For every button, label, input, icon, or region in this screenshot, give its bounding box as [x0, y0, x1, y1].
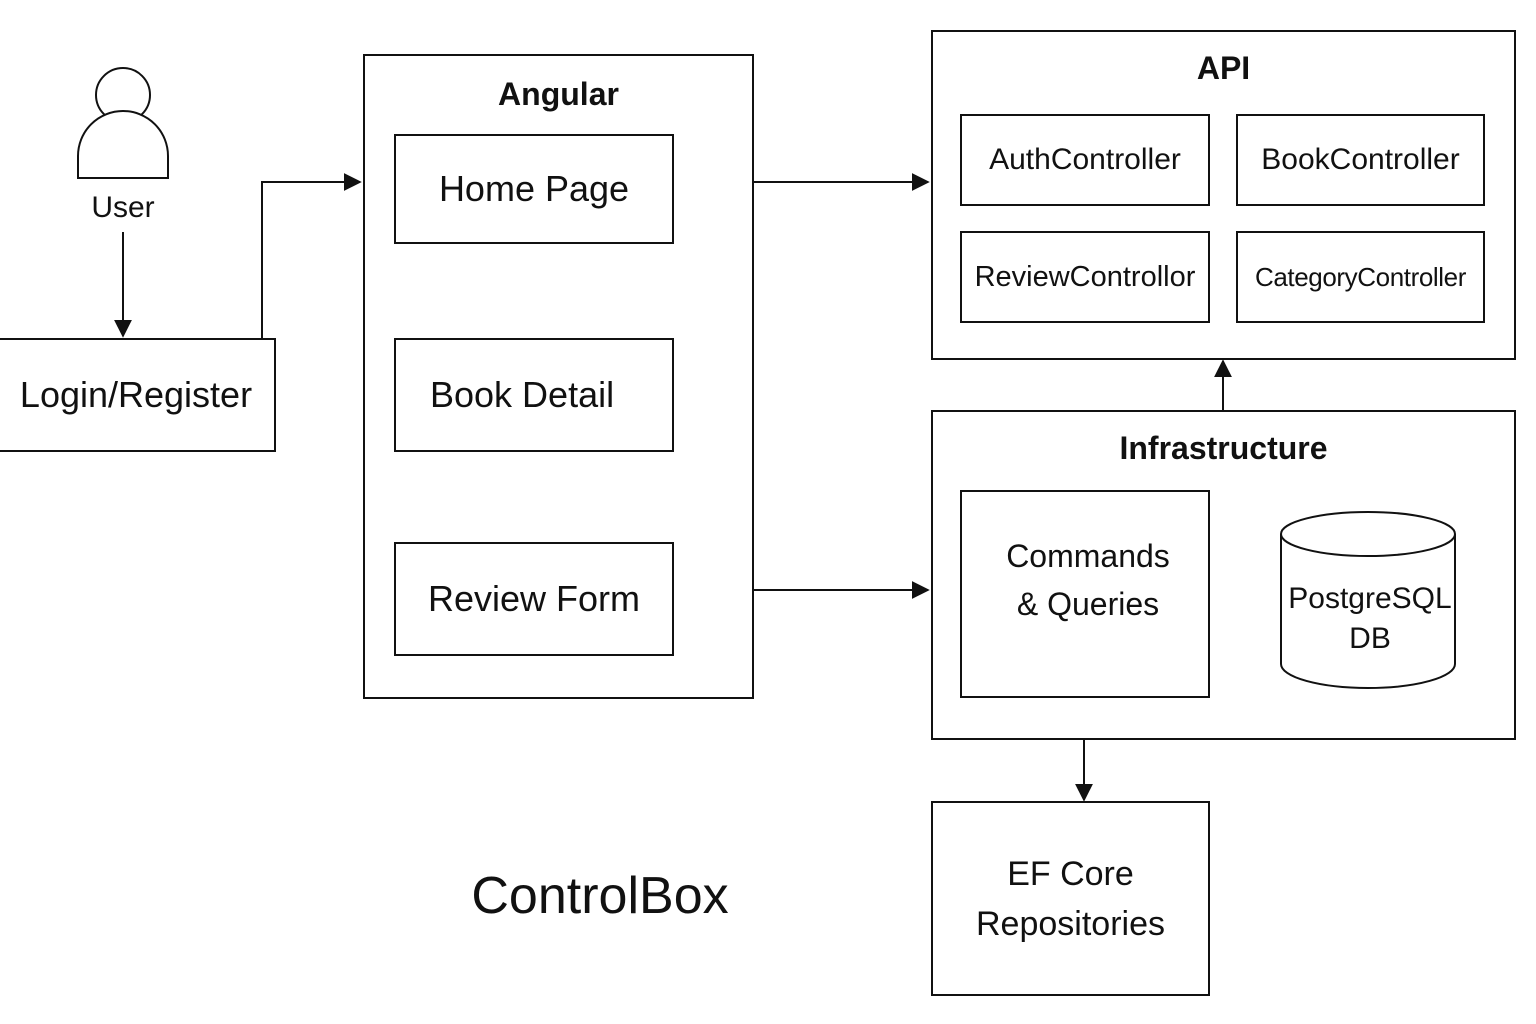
database-label: PostgreSQL DB	[1288, 582, 1452, 655]
login-register-label: Login/Register	[19, 374, 253, 415]
home-page-box[interactable]: Home Page	[394, 134, 674, 244]
ef-core-repositories-box[interactable]: EF Core Repositories	[931, 801, 1210, 996]
ef-core-repositories-label: EF Core Repositories	[976, 854, 1165, 943]
book-detail-label: Book Detail	[430, 374, 615, 415]
commands-queries-box[interactable]: Commands & Queries	[960, 490, 1210, 698]
review-form-label: Review Form	[427, 578, 641, 619]
auth-controller-box[interactable]: AuthController	[960, 114, 1210, 206]
book-controller-label: BookController	[1261, 143, 1460, 176]
book-controller-box[interactable]: BookController	[1236, 114, 1485, 206]
review-controller-box[interactable]: ReviewControllor	[960, 231, 1210, 323]
book-detail-box[interactable]: Book Detail	[394, 338, 674, 452]
auth-controller-label: AuthController	[989, 143, 1181, 176]
login-to-angular-arrow	[261, 173, 362, 338]
review-controller-label: ReviewControllor	[974, 260, 1196, 293]
diagram-caption: ControlBox	[471, 867, 729, 925]
database-icon[interactable]	[1278, 510, 1460, 692]
user-label: User	[91, 191, 155, 224]
infrastructure-title: Infrastructure	[1119, 430, 1328, 466]
review-form-box[interactable]: Review Form	[394, 542, 674, 656]
category-controller-box[interactable]: CategoryController	[1236, 231, 1485, 323]
home-page-label: Home Page	[438, 168, 630, 209]
angular-title: Angular	[498, 76, 619, 112]
commands-queries-label: Commands & Queries	[1006, 538, 1170, 622]
user-icon	[77, 67, 169, 179]
login-register-box[interactable]: Login/Register	[0, 338, 276, 452]
api-title: API	[1196, 50, 1251, 86]
category-controller-label: CategoryController	[1254, 261, 1466, 292]
